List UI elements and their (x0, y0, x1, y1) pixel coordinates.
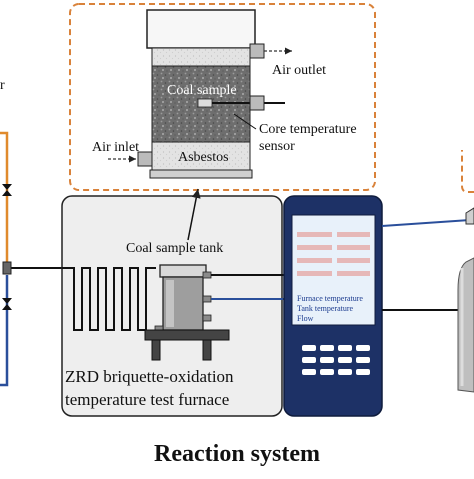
tank-stand-top (144, 329, 230, 341)
temperature-probe-tip (197, 98, 213, 108)
bottom-asbestos-layer (151, 141, 251, 171)
valve-icon[interactable] (2, 184, 12, 196)
screen-readout-furnace-temperature: Furnace temperature (297, 294, 363, 303)
temperature-controller (283, 195, 383, 417)
screen-readout-tank-temperature: Tank temperature (297, 304, 354, 313)
flow-line-to-analyzer (381, 219, 471, 227)
screen-readout-flow: Flow (297, 314, 314, 323)
inset-leader-arrow (187, 188, 201, 241)
inset-tank (108, 9, 292, 179)
furnace-label-line1: ZRD briquette-oxidation (65, 367, 234, 386)
tank-detail-inset-border (69, 3, 376, 191)
right-inset-border-fragment (461, 150, 474, 193)
screen-placeholder-bars (297, 232, 370, 276)
coal-sample-tank (144, 264, 230, 361)
sensor-port (249, 95, 265, 111)
left-edge-label-fragment: r (0, 78, 5, 93)
three-way-connector (2, 261, 12, 275)
air-inlet-label: Air inlet (92, 140, 140, 155)
core-temperature-label: Core temperature (259, 122, 357, 137)
tank-lid (146, 9, 256, 49)
coal-sample-label: Coal sample (167, 83, 237, 98)
core-temperature-sensor-label: sensor (259, 139, 295, 154)
air-outlet-port (249, 43, 265, 59)
valve-icon[interactable] (2, 298, 12, 310)
tank-port (202, 271, 212, 279)
tank-stand-leg (151, 339, 161, 361)
air-outlet-label: Air outlet (272, 63, 327, 78)
asbestos-label: Asbestos (178, 150, 229, 165)
gas-cylinder-partial (457, 257, 474, 393)
tank-port (202, 314, 212, 322)
orange-gas-pipe (0, 131, 9, 263)
right-fitting (465, 207, 474, 225)
furnace-label-line2: temperature test furnace (65, 390, 230, 409)
top-asbestos-layer (151, 47, 251, 67)
left-gas-line (0, 131, 62, 387)
tank-stand-leg (202, 339, 212, 361)
keypad-icon[interactable] (302, 345, 370, 375)
air-inlet-port (137, 151, 153, 167)
core-sensor-leader (233, 113, 257, 130)
blue-gas-pipe (0, 275, 9, 387)
coal-sample-tank-label: Coal sample tank (126, 241, 224, 256)
figure-title: Reaction system (154, 441, 320, 467)
tank-port (202, 295, 212, 303)
tank-base (149, 169, 253, 179)
small-tank-lid (159, 264, 207, 278)
small-tank-highlight (166, 280, 174, 327)
